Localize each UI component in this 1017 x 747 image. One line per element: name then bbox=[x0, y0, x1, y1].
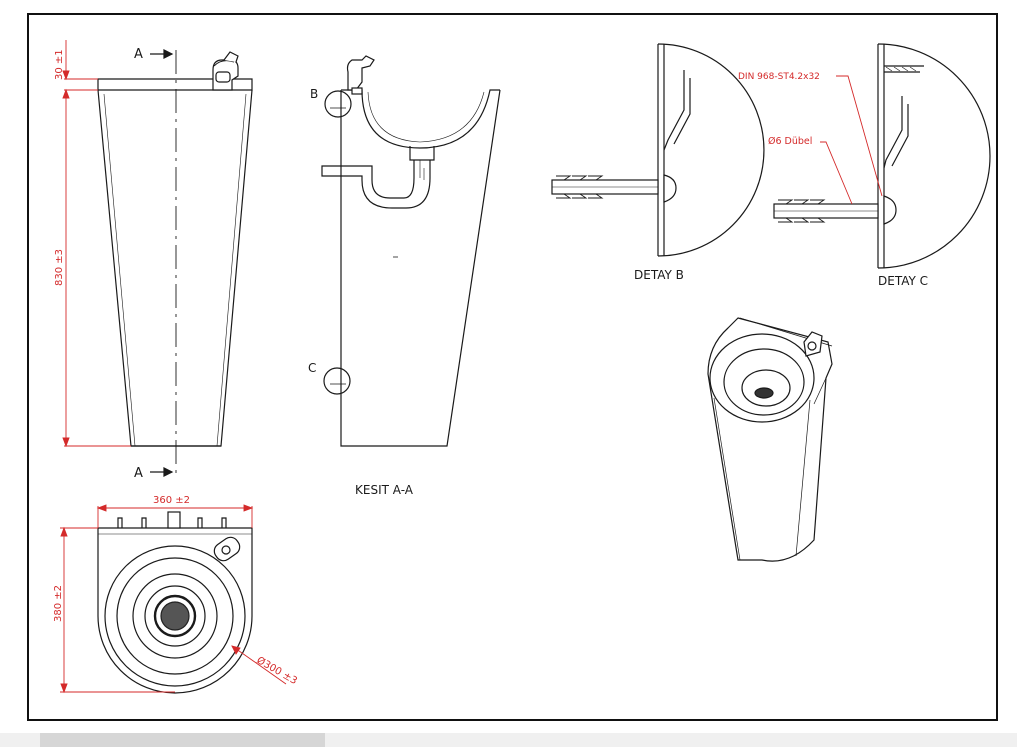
front-dimension-lines bbox=[62, 40, 131, 448]
drain-icon bbox=[153, 594, 197, 638]
detail-b-marker: B bbox=[310, 87, 318, 101]
bubbler-tap-icon bbox=[346, 55, 375, 95]
top-dimension-lines bbox=[60, 504, 287, 694]
bubbler-tap-icon bbox=[212, 51, 239, 91]
screw-spec-label: DIN 968-ST4.2x32 bbox=[738, 72, 820, 82]
dim-body-height: 830 ±3 bbox=[54, 249, 65, 286]
section-view bbox=[321, 55, 501, 447]
dowel-spec-label: Ø6 Dübel bbox=[768, 136, 812, 147]
dim-width: 360 ±2 bbox=[153, 495, 190, 506]
bubbler-tap-icon bbox=[803, 331, 823, 357]
detail-c-view bbox=[773, 43, 991, 269]
top-view bbox=[97, 511, 253, 694]
detail-c-marker: C bbox=[308, 361, 316, 375]
section-caption: KESIT A-A bbox=[355, 483, 414, 497]
section-mark-bottom: A bbox=[134, 466, 143, 481]
dim-diameter: Ø300 ±3 bbox=[255, 654, 300, 687]
detail-b-view bbox=[551, 43, 765, 257]
isometric-view bbox=[707, 317, 833, 562]
bubbler-tap-icon bbox=[213, 536, 241, 562]
detail-c-caption: DETAY C bbox=[878, 274, 928, 288]
section-mark-top: A bbox=[134, 47, 143, 62]
dim-depth: 380 ±2 bbox=[53, 585, 64, 622]
detail-b-caption: DETAY B bbox=[634, 268, 684, 282]
detail-c-circle bbox=[323, 367, 351, 395]
detail-c-leaders bbox=[820, 75, 883, 205]
front-body-outline bbox=[97, 89, 253, 447]
dim-top-height: 30 ±1 bbox=[54, 49, 65, 80]
bottom-scroll-thumb[interactable] bbox=[40, 733, 325, 747]
detail-b-circle bbox=[324, 90, 352, 118]
front-view bbox=[97, 49, 253, 478]
